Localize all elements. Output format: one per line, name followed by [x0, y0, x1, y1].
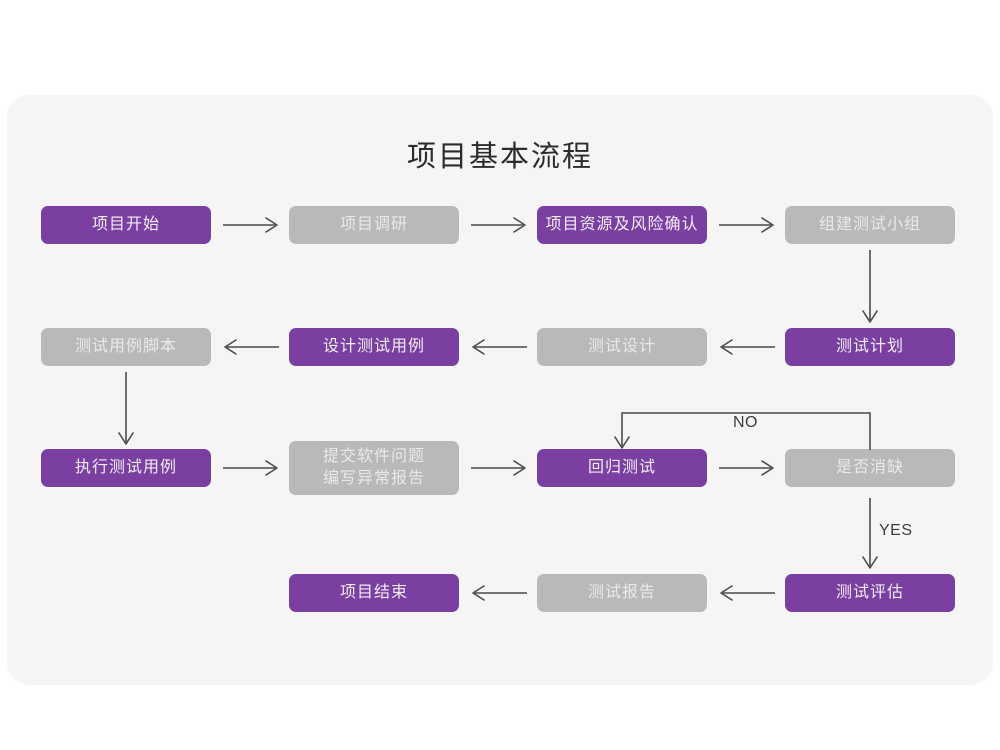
- node-test-evaluation[interactable]: 测试评估: [785, 574, 955, 612]
- edge-label-yes: YES: [879, 522, 913, 539]
- node-defect-resolved-decision[interactable]: 是否消缺: [785, 449, 955, 487]
- node-label: 测试计划: [835, 338, 904, 355]
- node-design-testcase[interactable]: 设计测试用例: [289, 328, 459, 366]
- node-label: 执行测试用例: [74, 459, 177, 476]
- node-label: 项目结束: [339, 584, 408, 601]
- edge-label-no: NO: [733, 414, 758, 431]
- node-project-research[interactable]: 项目调研: [289, 206, 459, 244]
- node-label: 测试用例脚本: [74, 338, 177, 355]
- node-execute-testcase[interactable]: 执行测试用例: [41, 449, 211, 487]
- node-label: 项目资源及风险确认: [545, 216, 699, 233]
- node-label: 提交软件问题 编写异常报告: [322, 448, 425, 487]
- node-label: 是否消缺: [835, 459, 904, 476]
- node-label: 项目开始: [91, 216, 160, 233]
- node-label: 设计测试用例: [322, 338, 425, 355]
- node-test-plan[interactable]: 测试计划: [785, 328, 955, 366]
- node-form-test-team[interactable]: 组建测试小组: [785, 206, 955, 244]
- node-test-design[interactable]: 测试设计: [537, 328, 707, 366]
- node-label: 组建测试小组: [818, 216, 921, 233]
- node-testcase-script[interactable]: 测试用例脚本: [41, 328, 211, 366]
- node-submit-issue-report[interactable]: 提交软件问题 编写异常报告: [289, 441, 459, 495]
- node-label: 测试设计: [587, 338, 656, 355]
- node-label: 测试报告: [587, 584, 656, 601]
- node-label: 项目调研: [339, 216, 408, 233]
- node-project-end[interactable]: 项目结束: [289, 574, 459, 612]
- node-test-report[interactable]: 测试报告: [537, 574, 707, 612]
- node-resource-risk-confirm[interactable]: 项目资源及风险确认: [537, 206, 707, 244]
- node-project-start[interactable]: 项目开始: [41, 206, 211, 244]
- page-title: 项目基本流程: [406, 141, 593, 173]
- node-regression-test[interactable]: 回归测试: [537, 449, 707, 487]
- node-label: 测试评估: [835, 584, 904, 601]
- node-label: 回归测试: [587, 459, 656, 476]
